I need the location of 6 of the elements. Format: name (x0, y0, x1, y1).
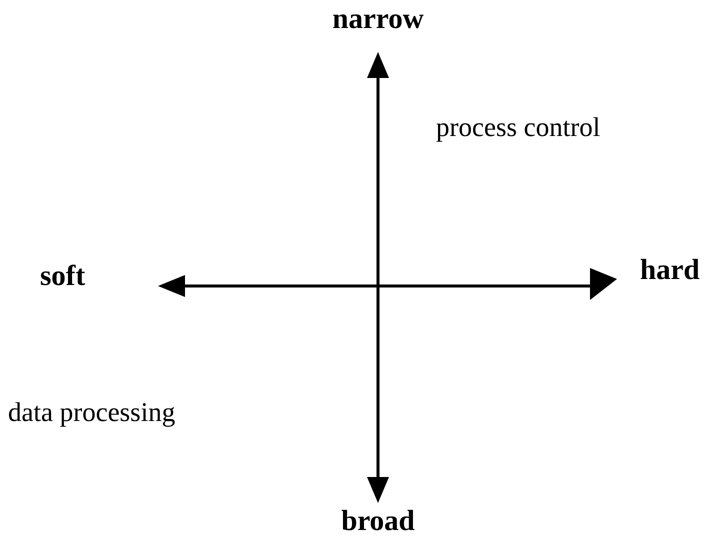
axis-label: hard (640, 255, 700, 287)
quadrant-label: process control (436, 113, 600, 143)
quadrant-label: data processing (8, 398, 176, 428)
axis-label: narrow (332, 4, 424, 36)
axis-label: soft (40, 261, 86, 293)
axis-label: broad (341, 506, 415, 538)
